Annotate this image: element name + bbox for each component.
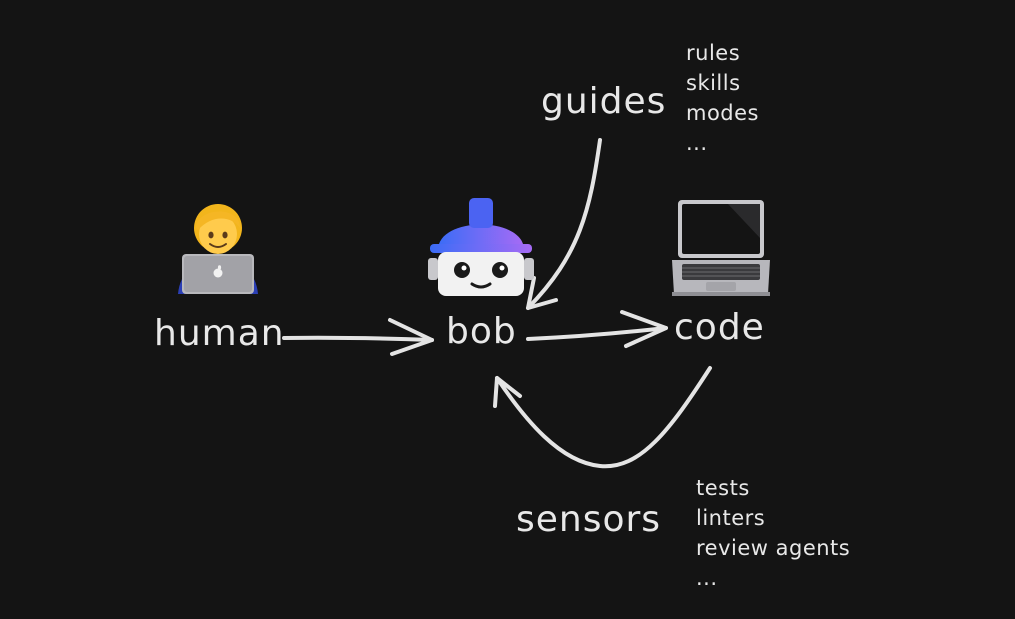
- technologist-icon: [172, 198, 264, 294]
- sensors-list-item: linters: [696, 506, 766, 530]
- arrow-code-to-bob-loop: [493, 366, 712, 469]
- sensors-list: tests linters review agents ...: [696, 473, 850, 593]
- guides-list-item: ...: [686, 131, 708, 155]
- sensors-list-item: review agents: [696, 536, 851, 560]
- guides-list-item: rules: [686, 41, 741, 65]
- sensors-list-item: ...: [696, 566, 718, 590]
- group-label-sensors: sensors: [516, 499, 662, 540]
- guides-list-item: modes: [686, 101, 759, 125]
- arrow-human-to-bob: [282, 318, 434, 356]
- group-label-guides: guides: [541, 81, 667, 122]
- arrow-bob-to-code: [526, 310, 668, 348]
- robot-hardhat-icon: [424, 194, 538, 300]
- laptop-icon: [668, 198, 774, 298]
- guides-list-item: skills: [686, 71, 741, 95]
- node-label-code: code: [674, 307, 765, 348]
- arrow-guides-to-bob: [526, 138, 602, 310]
- node-label-bob: bob: [446, 311, 517, 352]
- node-label-human: human: [154, 313, 285, 354]
- sensors-list-item: tests: [696, 476, 750, 500]
- guides-list: rules skills modes ...: [686, 38, 759, 158]
